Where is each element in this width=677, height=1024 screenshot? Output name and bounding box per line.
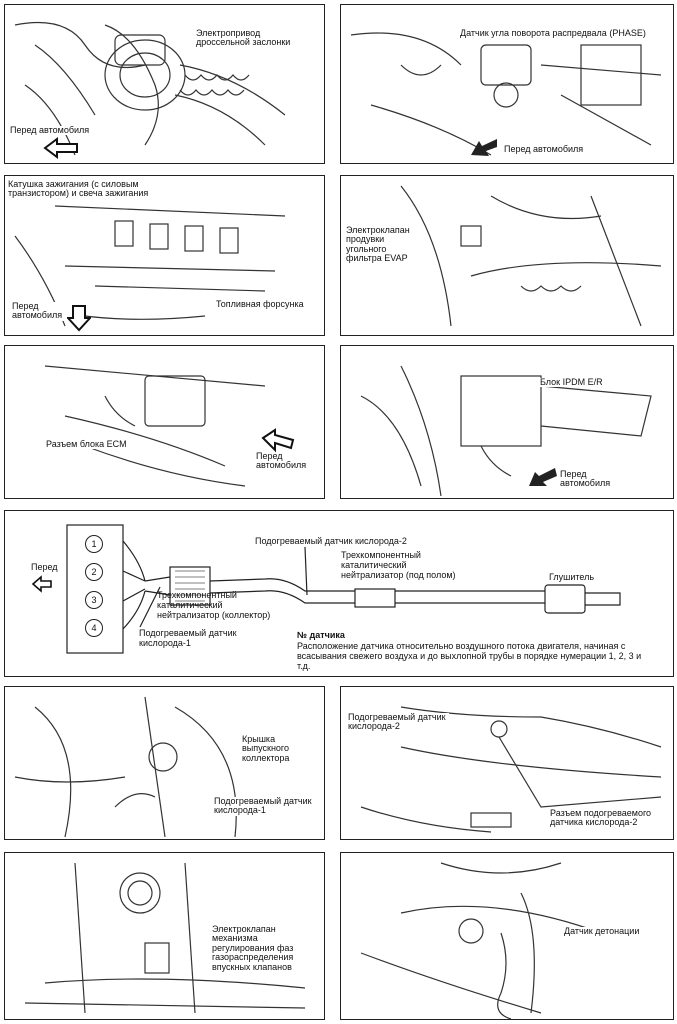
engine-illustration-valve-timing [24,862,306,1014]
label-ecm-connector: Разъем блока ECM [45,439,128,450]
label-valve-timing-solenoid: Электроклапан механизма регулирования фа… [211,924,323,973]
panel-evap: Электроклапан продувки угольного фильтра… [340,175,674,336]
engine-illustration-o2-1 [14,696,237,838]
front-arrow-icon [67,305,91,332]
label-o2-connector: Разъем подогреваемого датчика кислорода-… [549,808,671,828]
label-o2-sensor-2: Подогреваемый датчик кислорода-2 [347,712,449,732]
label-catalyst-manifold: Трехкомпонентный каталитический нейтрали… [157,590,271,620]
label-throttle-actuator: Электропривод дроссельной заслонки [195,28,307,48]
label-muffler: Глушитель [549,572,595,582]
label-front: Перед автомобиля [559,469,621,489]
engine-illustration-evap [400,185,662,327]
label-front: Перед автомобиля [503,144,585,155]
front-arrow-icon [471,139,497,156]
cylinder-4: 4 [85,619,103,637]
panel-o2-sensor-2: Подогреваемый датчик кислорода-2 Разъем … [340,686,674,840]
label-catalyst-underfloor: Трехкомпонентный каталитический нейтрали… [341,550,456,580]
cylinder-3: 3 [85,591,103,609]
engine-illustration-cam-sensor [350,32,662,156]
front-arrow-icon [31,575,52,593]
exhaust-system-schematic [66,524,621,654]
panel-ecm: Разъем блока ECM Перед автомобиля [4,345,325,499]
cylinder-1: 1 [85,535,103,553]
note-title: № датчика [297,630,345,640]
front-arrow-icon [261,428,295,453]
label-front: Перед [31,562,58,572]
label-ipdm: Блок IPDM E/R [539,377,604,388]
label-o2-sensor-1: Подогреваемый датчик кислорода-1 [139,628,237,648]
label-knock-sensor: Датчик детонации [563,926,641,937]
front-arrow-icon [43,137,78,159]
label-fuel-injector: Топливная форсунка [215,299,305,310]
label-front: Перед автомобиля [255,451,317,471]
label-ignition-coil: Катушка зажигания (с силовым транзисторо… [7,179,159,199]
front-arrow-icon [529,468,557,486]
engine-illustration-o2-2 [360,706,662,833]
panel-o2-sensor-1: Крышка выпускного коллектора Подогреваем… [4,686,325,840]
engine-illustration-ecm [44,365,266,487]
label-front: Перед автомобиля [9,125,91,136]
panel-ipdm: Блок IPDM E/R Перед автомобиля [340,345,674,499]
panel-throttle: Электропривод дроссельной заслонки Перед… [4,4,325,164]
panel-ignition: Катушка зажигания (с силовым транзисторо… [4,175,325,336]
engine-illustration-knock-sensor [360,862,602,1019]
panel-intake-valve-timing: Электроклапан механизма регулирования фа… [4,852,325,1020]
label-front: Перед автомобиля [11,301,73,321]
panel-cam-sensor: Датчик угла поворота распредвала (PHASE)… [340,4,674,164]
label-o2-sensor-2: Подогреваемый датчик кислорода-2 [255,536,407,546]
label-manifold-cover: Крышка выпускного коллектора [241,734,313,764]
cylinder-2: 2 [85,563,103,581]
label-evap-valve: Электроклапан продувки угольного фильтра… [345,225,417,264]
label-o2-sensor-1: Подогреваемый датчик кислорода-1 [213,796,315,816]
panel-knock-sensor: Датчик детонации [340,852,674,1020]
label-cam-sensor: Датчик угла поворота распредвала (PHASE) [459,28,647,39]
engine-illustration-ipdm [360,365,652,497]
panel-exhaust-schematic: 1 2 3 4 Перед Подогреваемый датчик кисло… [4,510,674,677]
engine-illustration-throttle [14,21,286,156]
note-text: Расположение датчика относительно воздуш… [297,641,642,671]
